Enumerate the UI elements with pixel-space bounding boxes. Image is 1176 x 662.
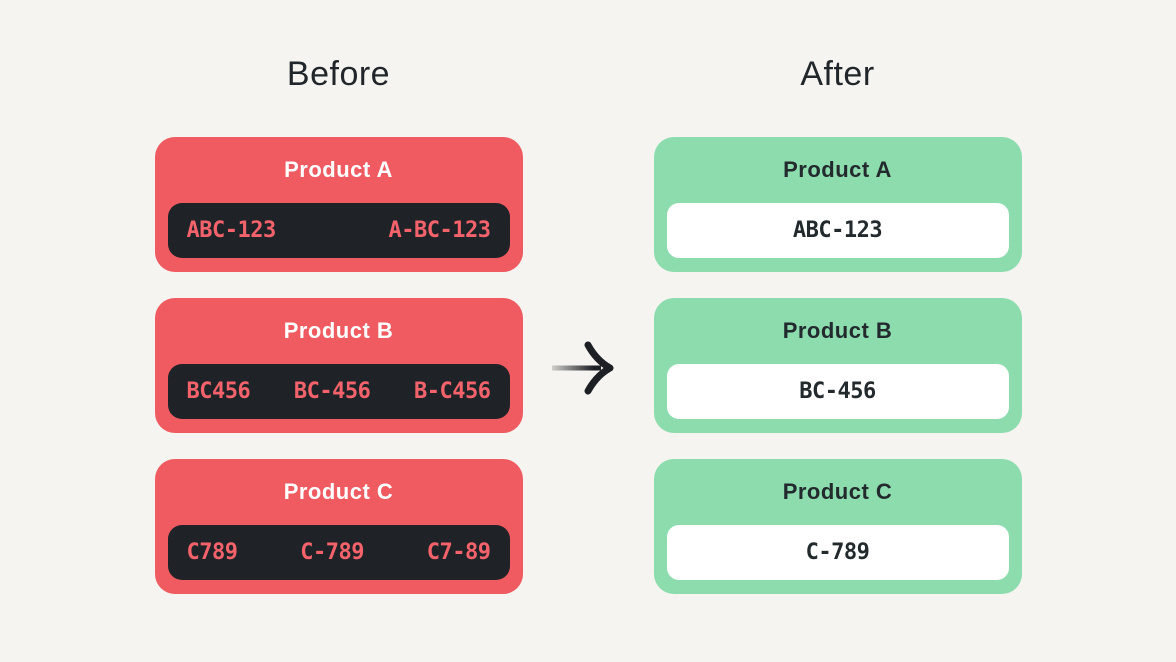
arrow-column xyxy=(523,0,654,662)
product-title: Product A xyxy=(783,157,892,182)
product-title: Product C xyxy=(283,479,394,504)
product-title: Product B xyxy=(283,318,394,343)
sku-code: ABC-123 xyxy=(792,218,883,243)
before-column: Before Product A ABC-123 A-BC-123 Produc… xyxy=(154,0,523,662)
sku-code: BC-456 xyxy=(293,379,371,404)
sku-code: C-789 xyxy=(300,540,364,565)
before-cards: Product A ABC-123 A-BC-123 Product B BC4… xyxy=(154,137,523,594)
sku-code: A-BC-123 xyxy=(388,218,491,243)
code-bar: BC-456 xyxy=(666,364,1009,419)
before-card-product-a: Product A ABC-123 A-BC-123 xyxy=(154,137,523,272)
product-title: Product B xyxy=(782,318,893,343)
after-card-product-a: Product A ABC-123 xyxy=(653,137,1022,272)
after-card-product-c: Product C C-789 xyxy=(653,459,1022,594)
code-bar: C789 C-789 C7-89 xyxy=(167,525,510,580)
code-bar: C-789 xyxy=(666,525,1009,580)
after-cards: Product A ABC-123 Product B BC-456 Produ… xyxy=(653,137,1022,594)
sku-code: C789 xyxy=(186,540,238,565)
right-arrow-icon xyxy=(550,339,614,397)
before-card-product-b: Product B BC456 BC-456 B-C456 xyxy=(154,298,523,433)
code-bar: ABC-123 xyxy=(666,203,1009,258)
product-title: Product C xyxy=(782,479,893,504)
code-bar: ABC-123 A-BC-123 xyxy=(167,203,510,258)
sku-code: C-789 xyxy=(805,540,870,565)
sku-code: B-C456 xyxy=(414,379,491,404)
product-title: Product A xyxy=(284,157,393,182)
sku-code: C7-89 xyxy=(426,540,491,565)
sku-code: BC456 xyxy=(186,379,251,404)
sku-code: ABC-123 xyxy=(186,218,277,243)
code-bar: BC456 BC-456 B-C456 xyxy=(167,364,510,419)
after-card-product-b: Product B BC-456 xyxy=(653,298,1022,433)
before-heading: Before xyxy=(286,55,391,93)
sku-code: BC-456 xyxy=(799,379,876,404)
after-heading: After xyxy=(800,55,875,93)
before-card-product-c: Product C C789 C-789 C7-89 xyxy=(154,459,523,594)
after-column: After Product A ABC-123 Product B BC-456… xyxy=(653,0,1022,662)
